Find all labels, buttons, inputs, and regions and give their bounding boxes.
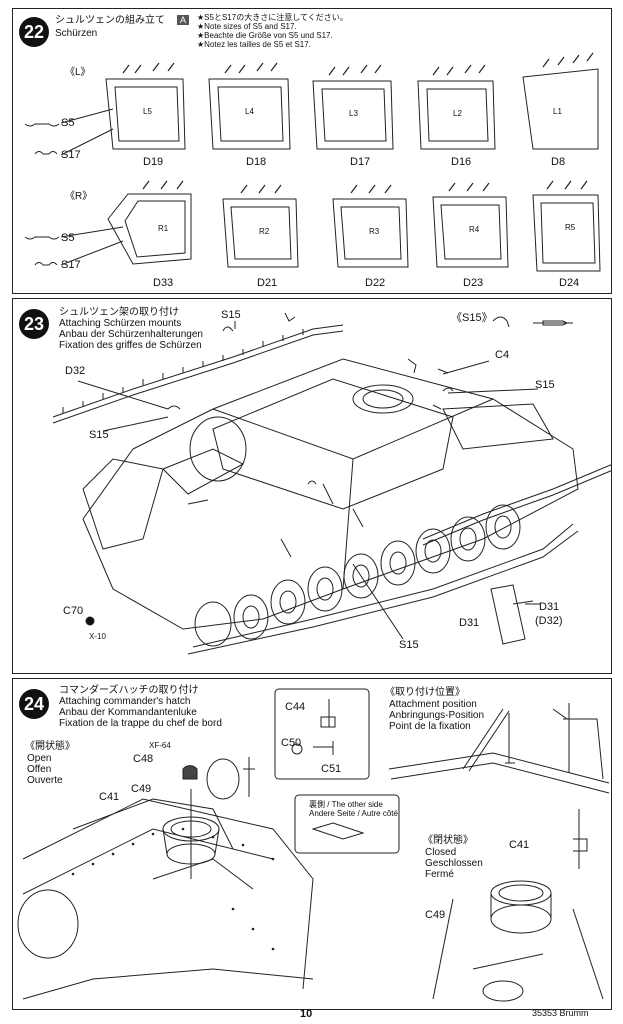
part-S15: S15 xyxy=(221,309,241,321)
paint-X10: X-10 xyxy=(89,632,106,641)
part-S15-box: 《S15》 xyxy=(451,312,493,324)
step-22-panel: 22 シュルツェンの組み立て A Schürzen ★S5とS17の大きさに注意… xyxy=(12,8,612,294)
part-D17: D17 xyxy=(350,156,371,168)
part-D21: D21 xyxy=(257,277,278,289)
plate-mark: L4 xyxy=(245,107,254,116)
note-2: ★Note sizes of S5 and S17. xyxy=(197,22,297,31)
side-left-label: 《L》 xyxy=(65,67,91,78)
paint-XF64: XF-64 xyxy=(149,741,171,750)
position-label: Attachment position xyxy=(389,699,477,710)
side-right-label: 《R》 xyxy=(65,191,93,202)
part-C49-closed: C49 xyxy=(425,909,446,921)
part-C48: C48 xyxy=(133,753,154,765)
part-D8: D8 xyxy=(551,156,566,168)
plate-mark: R5 xyxy=(565,223,576,232)
hatch-drawing xyxy=(17,688,610,1002)
part-D16: D16 xyxy=(451,156,472,168)
part-S15: S15 xyxy=(535,379,555,391)
plate-mark: R1 xyxy=(158,224,169,233)
step-title-jp: シュルツェンの組み立て xyxy=(55,15,165,26)
note-4: ★Notez les tailles de S5 et S17. xyxy=(197,40,311,49)
page-number: 10 xyxy=(300,1008,313,1020)
plate-mark: L2 xyxy=(453,109,462,118)
plate-mark: L3 xyxy=(349,109,358,118)
part-C41-closed: C41 xyxy=(509,839,530,851)
note-1: ★S5とS17の大きさに注意してください。 xyxy=(197,13,348,22)
step-title-de: Anbau der Schürzenhalterungen xyxy=(59,329,203,340)
part-D23: D23 xyxy=(463,277,484,289)
plate-mark: R4 xyxy=(469,225,480,234)
part-C50: C50 xyxy=(281,737,302,749)
s17-label-r: S17 xyxy=(61,259,81,271)
open-label: Open xyxy=(27,753,52,764)
badge: A xyxy=(177,15,190,25)
part-D31-alt: D31 xyxy=(539,601,560,613)
step-title-jp: コマンダーズハッチの取り付け xyxy=(59,685,199,696)
product-code: 35353 Brumm xyxy=(532,1008,589,1018)
step-number: 23 xyxy=(19,309,49,339)
part-C51: C51 xyxy=(321,763,342,775)
step-title-en: Attaching commander's hatch xyxy=(59,696,191,707)
part-D24: D24 xyxy=(559,277,580,289)
part-S15: S15 xyxy=(399,639,419,651)
position-label-jp: 《取り付け位置》 xyxy=(385,687,465,698)
step-title-fr: Fixation des griffes de Schürzen xyxy=(59,340,202,351)
closed-label-de: Geschlossen xyxy=(425,858,483,869)
part-C70: C70 xyxy=(63,605,84,617)
part-C41: C41 xyxy=(99,791,120,803)
step-title-fr: Fixation de la trappe du chef de bord xyxy=(59,718,222,729)
step-title-en: Attaching Schürzen mounts xyxy=(59,318,182,329)
step-title-de: Schürzen xyxy=(55,28,98,39)
plate-mark: L5 xyxy=(143,107,152,116)
closed-label: Closed xyxy=(425,847,457,858)
step-title-jp: シュルツェン架の取り付け xyxy=(59,307,179,318)
part-D18: D18 xyxy=(246,156,267,168)
note-3: ★Beachte die Größe von S5 und S17. xyxy=(197,31,333,40)
other-side-label-2: Andere Seite / Autre côté xyxy=(309,809,398,818)
part-D33: D33 xyxy=(153,277,174,289)
closed-label-fr: Fermé xyxy=(425,869,454,880)
open-label-de: Offen xyxy=(27,764,52,775)
other-side-label: 裏側 / The other side xyxy=(309,800,383,809)
plate-mark: R3 xyxy=(369,227,380,236)
plate-mark: L1 xyxy=(553,107,562,116)
step-number: 22 xyxy=(19,17,49,47)
position-label-fr: Point de la fixation xyxy=(389,721,471,732)
part-S15: S15 xyxy=(89,429,109,441)
part-C44: C44 xyxy=(285,701,306,713)
open-label-jp: 《開状態》 xyxy=(25,741,75,752)
step-number: 24 xyxy=(19,689,49,719)
step-23-panel: 23 シュルツェン架の取り付け Attaching Schürzen mount… xyxy=(12,298,612,674)
tank-hull-drawing xyxy=(52,312,611,655)
open-label-fr: Ouverte xyxy=(27,775,63,786)
part-C49: C49 xyxy=(131,783,152,795)
part-D19: D19 xyxy=(143,156,164,168)
step-title-de: Anbau der Kommandantenluke xyxy=(59,707,197,718)
step-24-panel: 24 コマンダーズハッチの取り付け Attaching commander's … xyxy=(12,678,612,1010)
part-D32: D32 xyxy=(65,365,86,377)
schurzen-plates-drawing xyxy=(24,52,601,272)
part-C4: C4 xyxy=(495,349,510,361)
plate-mark: R2 xyxy=(259,227,270,236)
part-D32-alt: (D32) xyxy=(535,615,563,627)
position-label-de: Anbringungs-Position xyxy=(389,710,485,721)
part-D31: D31 xyxy=(459,617,480,629)
part-D22: D22 xyxy=(365,277,386,289)
closed-label-jp: 《閉状態》 xyxy=(423,835,473,846)
